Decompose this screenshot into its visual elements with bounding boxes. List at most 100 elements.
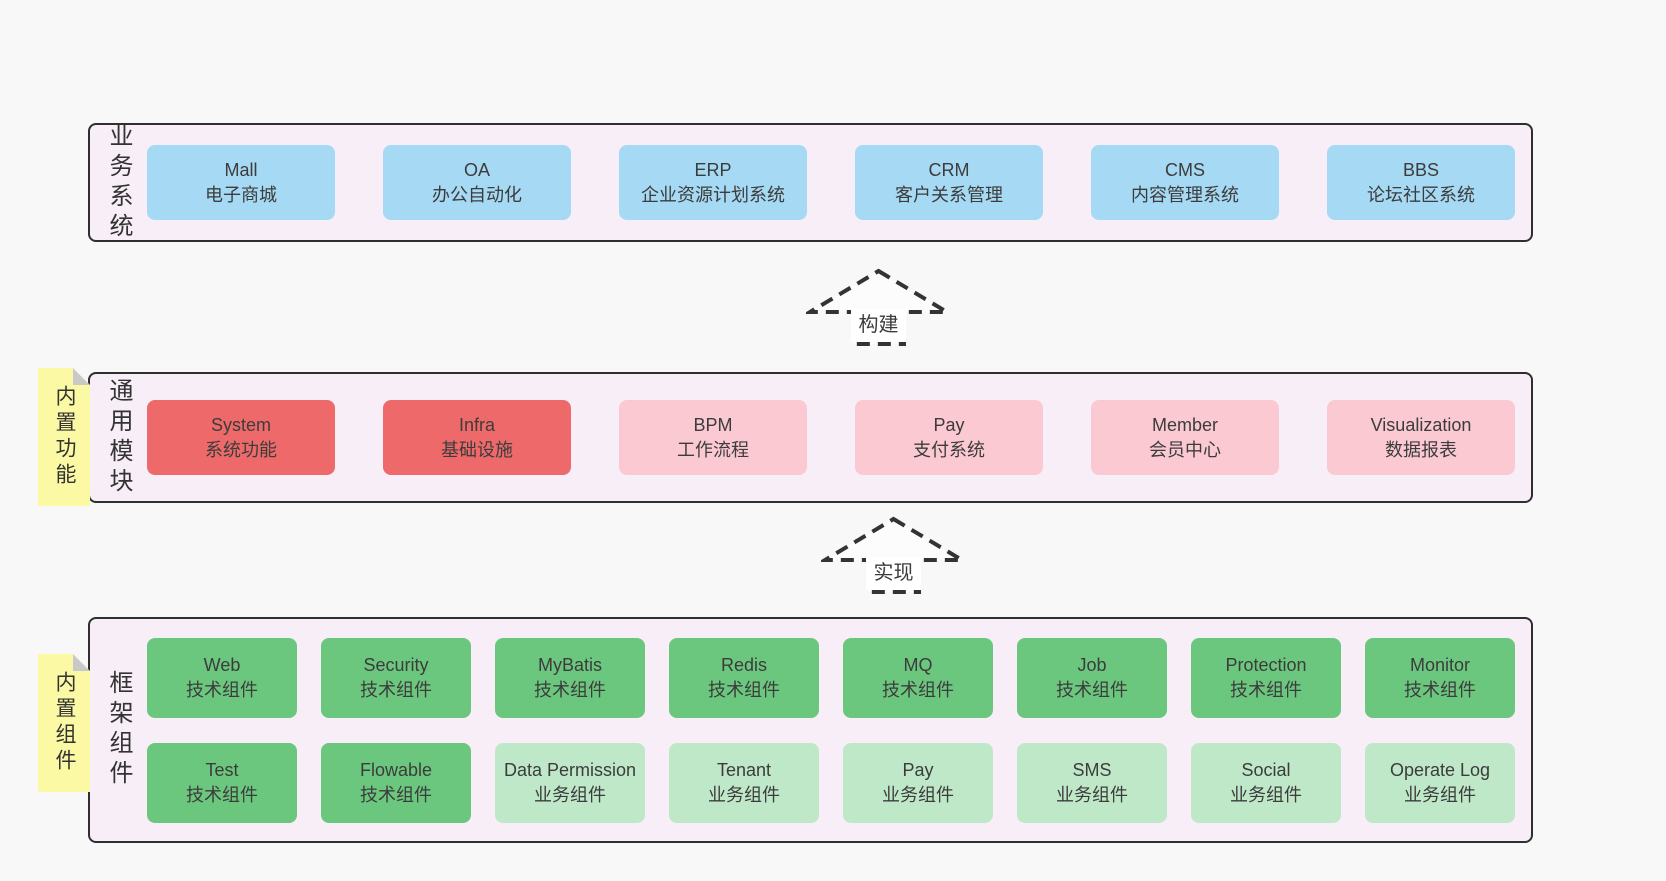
- box-name: Infra: [458, 414, 496, 435]
- tag-built-in-components-label: 内置组件: [53, 671, 76, 775]
- box-framework-components-web: Web 技术组件: [147, 637, 297, 718]
- box-desc: 技术组件: [186, 784, 258, 805]
- box-framework-components-pay: Pay 业务组件: [843, 742, 993, 823]
- box-name: Social: [1241, 759, 1291, 780]
- box-framework-components-security: Security 技术组件: [321, 637, 471, 718]
- dashed-up-arrow: 构建: [806, 268, 951, 346]
- box-name: Member: [1151, 414, 1218, 435]
- box-desc: 业务组件: [882, 784, 954, 805]
- box-name: Security: [363, 654, 429, 675]
- box-business-systems-cms: CMS 内容管理系统: [1091, 145, 1279, 220]
- box-common-modules-system: System 系统功能: [147, 400, 335, 475]
- box-name: Visualization: [1370, 414, 1472, 435]
- box-desc: 基础设施: [441, 439, 513, 460]
- box-desc: 技术组件: [360, 679, 432, 700]
- box-framework-components-protection: Protection 技术组件: [1191, 637, 1341, 718]
- box-name: Data Permission: [503, 759, 637, 780]
- box-framework-components-monitor: Monitor 技术组件: [1365, 637, 1515, 718]
- panel-label-business-systems: 业务系统: [105, 122, 132, 243]
- box-desc: 办公自动化: [432, 184, 522, 205]
- box-name: CRM: [928, 159, 970, 180]
- box-framework-components-mybatis: MyBatis 技术组件: [495, 637, 645, 718]
- panel-label-col: 通用模块: [90, 374, 147, 501]
- tag-built-in-features: 内置功能: [38, 368, 90, 506]
- box-business-systems-mall: Mall 电子商城: [147, 145, 335, 220]
- box-desc: 技术组件: [708, 679, 780, 700]
- box-desc: 支付系统: [913, 439, 985, 460]
- box-desc: 企业资源计划系统: [641, 184, 785, 205]
- box-name: Redis: [720, 654, 768, 675]
- box-framework-components-flowable: Flowable 技术组件: [321, 742, 471, 823]
- box-desc: 技术组件: [1230, 679, 1302, 700]
- box-framework-components-social: Social 业务组件: [1191, 742, 1341, 823]
- arrow-implement: 实现: [821, 516, 966, 596]
- box-desc: 技术组件: [360, 784, 432, 805]
- box-name: ERP: [694, 159, 732, 180]
- box-name: Web: [203, 654, 241, 675]
- panel-common-modules: 通用模块 System 系统功能 Infra 基础设施 BPM 工作流程 Pay 支付系统 Me…: [88, 372, 1533, 503]
- arrow-build-label: 构建: [859, 313, 899, 336]
- arrow-build: 构建: [806, 268, 951, 348]
- tag-built-in-features-label: 内置功能: [53, 385, 76, 489]
- panel-label-col: 框架组件: [90, 619, 147, 841]
- box-desc: 业务组件: [708, 784, 780, 805]
- box-name: Test: [205, 759, 239, 780]
- arrow-label-plate: [851, 309, 906, 342]
- box-name: CMS: [1165, 159, 1205, 180]
- box-desc: 技术组件: [1404, 679, 1476, 700]
- box-name: MyBatis: [537, 654, 602, 675]
- box-business-systems-erp: ERP 企业资源计划系统: [619, 145, 807, 220]
- box-name: Tenant: [716, 759, 772, 780]
- box-business-systems-crm: CRM 客户关系管理: [855, 145, 1043, 220]
- box-desc: 工作流程: [677, 439, 749, 460]
- box-name: Monitor: [1409, 654, 1471, 675]
- box-name: Pay: [902, 759, 934, 780]
- box-name: Protection: [1225, 654, 1307, 675]
- box-name: Pay: [933, 414, 965, 435]
- box-framework-components-job: Job 技术组件: [1017, 637, 1167, 718]
- box-desc: 技术组件: [1056, 679, 1128, 700]
- box-desc: 业务组件: [1230, 784, 1302, 805]
- box-framework-components-test: Test 技术组件: [147, 742, 297, 823]
- dashed-up-arrow: 实现: [821, 516, 966, 594]
- box-common-modules-pay: Pay 支付系统: [855, 400, 1043, 475]
- box-desc: 论坛社区系统: [1367, 184, 1475, 205]
- arrow-implement-label: 实现: [874, 561, 914, 584]
- panel-label-framework-components: 框架组件: [105, 670, 132, 790]
- box-desc: 电子商城: [205, 184, 277, 205]
- box-name: BPM: [693, 414, 733, 435]
- box-name: Mall: [224, 159, 258, 180]
- box-common-modules-bpm: BPM 工作流程: [619, 400, 807, 475]
- box-name: Job: [1077, 654, 1107, 675]
- box-common-modules-infra: Infra 基础设施: [383, 400, 571, 475]
- box-desc: 技术组件: [186, 679, 258, 700]
- box-desc: 技术组件: [882, 679, 954, 700]
- panel-label-common-modules: 通用模块: [105, 377, 132, 498]
- up-arrow-icon: [821, 516, 966, 594]
- box-desc: 业务组件: [534, 784, 606, 805]
- box-desc: 内容管理系统: [1131, 184, 1239, 205]
- box-name: System: [210, 414, 271, 435]
- box-name: Flowable: [359, 759, 433, 780]
- box-desc: 业务组件: [1404, 784, 1476, 805]
- arrow-label-plate: [866, 557, 921, 590]
- box-desc: 客户关系管理: [895, 184, 1003, 205]
- box-name: MQ: [903, 654, 933, 675]
- box-name: SMS: [1072, 759, 1112, 780]
- tag-built-in-components: 内置组件: [38, 654, 90, 792]
- common-module-boxes: System 系统功能 Infra 基础设施 BPM 工作流程 Pay 支付系统 Member 会…: [147, 400, 1515, 475]
- box-framework-components-redis: Redis 技术组件: [669, 637, 819, 718]
- box-desc: 技术组件: [534, 679, 606, 700]
- box-desc: 会员中心: [1149, 439, 1221, 460]
- box-framework-components-mq: MQ 技术组件: [843, 637, 993, 718]
- box-desc: 系统功能: [205, 439, 277, 460]
